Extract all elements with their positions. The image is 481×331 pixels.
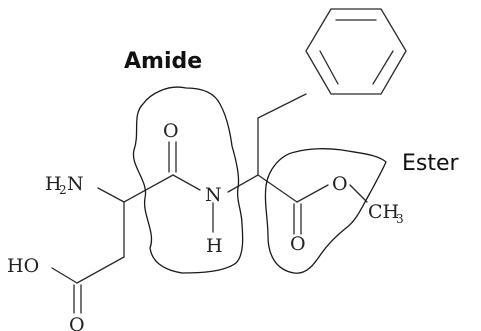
methyl-subscript-label: 3	[396, 212, 404, 226]
ester-highlight-loop	[264, 148, 387, 274]
bond-carbonyl-asp-alpha	[123, 174, 174, 203]
bond-acid-c-oh	[51, 267, 78, 284]
benzene-ring	[305, 8, 407, 95]
bond-alpha-n	[227, 174, 259, 193]
benzene-outer-ring	[305, 8, 407, 95]
amide-label: Amide	[124, 49, 202, 74]
amide-highlight-loop	[132, 86, 244, 274]
amide-nitrogen-label: N	[205, 184, 222, 206]
methyl-ch-label: CH	[368, 201, 399, 223]
nh2-n-label: N	[67, 173, 84, 195]
bond-asp-alpha-nh2	[97, 187, 125, 203]
nh2-subscript-label: 2	[59, 183, 67, 197]
hydroxyl-label: HO	[7, 255, 39, 277]
bond-alpha-ester-c	[257, 174, 298, 203]
acid-carbonyl-oxygen-label: O	[69, 314, 85, 331]
bond-n-carbonyl	[172, 174, 201, 191]
bond-o-methyl	[349, 184, 368, 203]
nh2-h-label: H	[45, 173, 62, 195]
benzene-double-bond-right	[372, 50, 394, 85]
amide-hydrogen-label: H	[206, 235, 223, 257]
benzene-double-bond-left	[319, 50, 339, 85]
ester-label: Ester	[402, 151, 460, 176]
bond-ch2-acid-c	[76, 256, 125, 284]
backbone-bonds	[51, 93, 368, 314]
ester-carbonyl-oxygen-label: O	[290, 233, 306, 255]
bond-ring-ch2	[257, 93, 307, 119]
atom-labels: H 2 N HO O O N H O O CH 3	[7, 120, 404, 331]
ester-single-oxygen-label: O	[332, 173, 348, 195]
bond-ester-c-o	[296, 184, 329, 203]
amide-carbonyl-oxygen-label: O	[163, 120, 179, 142]
